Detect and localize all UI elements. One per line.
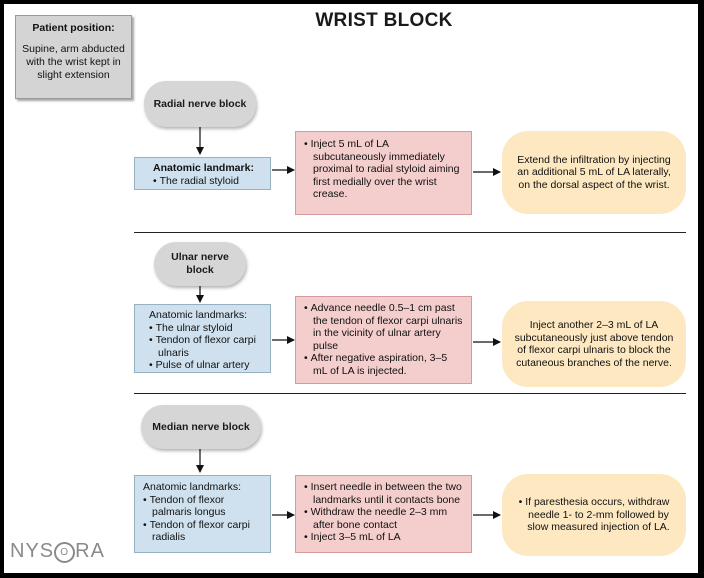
patient-position-text: Supine, arm abducted with the wrist kept… bbox=[22, 43, 125, 81]
median-landmark-list: Tendon of flexor palmaris longus Tendon … bbox=[143, 494, 264, 544]
median-landmark-heading: Anatomic landmarks: bbox=[143, 481, 242, 493]
ulnar-landmark-item: Pulse of ulnar artery bbox=[149, 359, 264, 372]
radial-nerve-block-label: Radial nerve block bbox=[144, 81, 256, 127]
median-nerve-block-label: Median nerve block bbox=[141, 405, 261, 449]
ulnar-technique-list: Advance needle 0.5–1 cm past the tendon … bbox=[304, 302, 463, 377]
median-landmark-item: Tendon of flexor carpi radialis bbox=[143, 519, 264, 544]
ulnar-nerve-block-label: Ulnar nerve block bbox=[154, 242, 246, 286]
ulnar-technique-item: Advance needle 0.5–1 cm past the tendon … bbox=[304, 302, 463, 352]
section-divider-2 bbox=[134, 393, 686, 394]
logo-circle-icon: O bbox=[54, 542, 76, 563]
connector-arrows bbox=[196, 127, 501, 519]
logo-text-start: NYS bbox=[10, 540, 55, 562]
section-divider-1 bbox=[134, 232, 686, 233]
radial-outcome-box: Extend the infiltration by injecting an … bbox=[502, 131, 686, 214]
radial-landmark-heading: Anatomic landmark: bbox=[153, 162, 254, 174]
radial-landmark-list: The radial styloid bbox=[153, 175, 264, 188]
median-outcome-item: If paresthesia occurs, withdraw needle 1… bbox=[514, 496, 674, 534]
diagram-frame: WRIST BLOCK Patient position: Supine, ar… bbox=[4, 4, 698, 573]
median-landmark-item: Tendon of flexor palmaris longus bbox=[143, 494, 264, 519]
logo-text-end: RA bbox=[75, 540, 105, 562]
ulnar-technique-box: Advance needle 0.5–1 cm past the tendon … bbox=[295, 296, 472, 384]
radial-technique-box: Inject 5 mL of LA subcutaneously immedia… bbox=[295, 131, 472, 215]
median-landmark-box: Anatomic landmarks: Tendon of flexor pal… bbox=[134, 475, 271, 553]
median-technique-item: Inject 3–5 mL of LA bbox=[304, 531, 463, 544]
median-outcome-box: If paresthesia occurs, withdraw needle 1… bbox=[502, 474, 686, 556]
ulnar-landmark-list: The ulnar styloid Tendon of flexor carpi… bbox=[149, 322, 264, 372]
ulnar-landmark-item: Tendon of flexor carpi ulnaris bbox=[149, 334, 264, 359]
median-technique-list: Insert needle in between the two landmar… bbox=[304, 481, 463, 544]
median-technique-item: Withdraw the needle 2–3 mm after bone co… bbox=[304, 506, 463, 531]
page-title: WRIST BLOCK bbox=[315, 10, 453, 31]
ulnar-landmark-box: Anatomic landmarks: The ulnar styloid Te… bbox=[134, 304, 271, 373]
median-technique-box: Insert needle in between the two landmar… bbox=[295, 475, 472, 553]
radial-technique-list: Inject 5 mL of LA subcutaneously immedia… bbox=[304, 138, 463, 201]
ulnar-landmark-heading: Anatomic landmarks: bbox=[149, 309, 248, 321]
median-outcome-list: If paresthesia occurs, withdraw needle 1… bbox=[514, 496, 674, 534]
ulnar-technique-item: After negative aspiration, 3–5 mL of LA … bbox=[304, 352, 463, 377]
patient-position-heading: Patient position: bbox=[32, 22, 115, 34]
radial-landmark-item: The radial styloid bbox=[153, 175, 264, 188]
radial-technique-item: Inject 5 mL of LA subcutaneously immedia… bbox=[304, 138, 463, 201]
radial-landmark-box: Anatomic landmark: The radial styloid bbox=[134, 157, 271, 190]
median-technique-item: Insert needle in between the two landmar… bbox=[304, 481, 463, 506]
patient-position-box: Patient position: Supine, arm abducted w… bbox=[15, 15, 132, 99]
ulnar-landmark-item: The ulnar styloid bbox=[149, 322, 264, 335]
ulnar-outcome-box: Inject another 2–3 mL of LA subcutaneous… bbox=[502, 301, 686, 387]
